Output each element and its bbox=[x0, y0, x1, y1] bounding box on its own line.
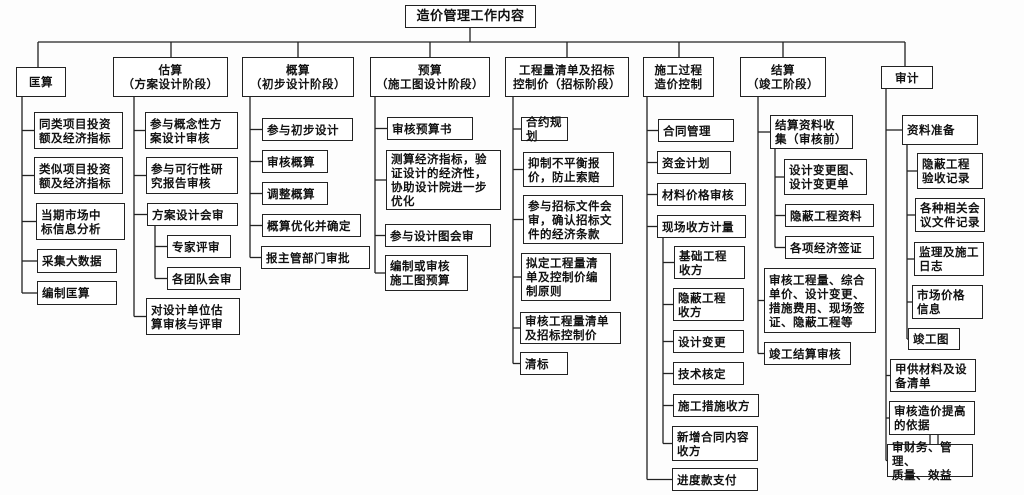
item-box: 拟定工程量清 单及控制价编 制原则 bbox=[521, 253, 611, 301]
sub-item-box: 各项经济签证 bbox=[785, 236, 874, 259]
item-box: 结算资料收 集（审核前） bbox=[770, 115, 853, 149]
item-box: 编制或审核 施工图预算 bbox=[385, 255, 468, 291]
column-header-0: 匡算 bbox=[16, 67, 66, 97]
sub-item-box: 隐蔽工程资料 bbox=[785, 204, 874, 227]
item-box: 参与设计图会审 bbox=[385, 224, 491, 247]
item-box: 参与初步设计 bbox=[262, 118, 353, 141]
item-box: 概算优化并确定 bbox=[262, 214, 361, 237]
item-box: 编制匡算 bbox=[37, 281, 117, 305]
item-box: 资料准备 bbox=[902, 115, 978, 145]
item-box: 调整概算 bbox=[262, 182, 328, 205]
sub-item-box: 技术核定 bbox=[673, 362, 744, 385]
sub-item-box: 隐蔽工程 收方 bbox=[673, 288, 744, 321]
sub-item-box: 市场价格 信息 bbox=[912, 285, 983, 319]
item-box: 参与可行性研 究报告审核 bbox=[146, 157, 238, 194]
column-header-2: 概算 （初步设计阶段） bbox=[242, 57, 354, 97]
item-box: 测算经济指标，验 证设计的经济性， 协助设计院进一步 优化 bbox=[386, 150, 501, 210]
column-header-7: 审计 bbox=[881, 66, 933, 89]
item-box: 材料价格审核 bbox=[657, 183, 746, 206]
column-header-3: 预算 （施工图设计阶段） bbox=[370, 57, 490, 97]
sub-item-box: 各团队会审 bbox=[167, 267, 241, 290]
item-box: 现场收方计量 bbox=[657, 215, 746, 238]
sub-item-box: 设计变更图、 设计变更单 bbox=[784, 159, 867, 195]
item-box: 审核概算 bbox=[262, 150, 328, 173]
sub-item-box: 竣工图 bbox=[908, 328, 960, 350]
item-box: 方案设计会审 bbox=[147, 203, 238, 226]
item-box: 审核造价提高 的依据 bbox=[889, 401, 975, 435]
item-box: 合同管理 bbox=[658, 119, 734, 142]
sub-item-box: 监理及施工 日志 bbox=[914, 242, 984, 276]
column-header-6: 结算 （竣工阶段） bbox=[740, 57, 826, 97]
item-box: 进度款支付 bbox=[672, 468, 758, 491]
sub-item-box: 专家评审 bbox=[167, 235, 231, 258]
item-box: 参与概念性方 案设计审核 bbox=[145, 112, 238, 149]
item-box: 审财务、管理、 质量、效益 bbox=[887, 440, 973, 482]
sub-item-box: 施工措施收方 bbox=[673, 394, 759, 417]
item-box: 类似项目投资 额及经济指标 bbox=[34, 157, 123, 194]
item-box: 当期市场中 标信息分析 bbox=[36, 203, 125, 240]
column-header-1: 估算 （方案设计阶段） bbox=[113, 57, 228, 97]
column-header-5: 施工过程 造价控制 bbox=[643, 57, 714, 97]
item-box: 同类项目投资 额及经济指标 bbox=[34, 112, 123, 149]
root-title-box: 造价管理工作内容 bbox=[405, 5, 536, 28]
item-box: 审核工程量清单 及招标控制价 bbox=[520, 312, 621, 344]
sub-item-box: 各种相关会 议文件记录 bbox=[915, 198, 985, 232]
item-box: 合约规划 bbox=[521, 115, 568, 143]
sub-item-box: 基础工程 收方 bbox=[674, 246, 745, 279]
item-box: 采集大数据 bbox=[37, 249, 117, 273]
item-box: 清标 bbox=[520, 352, 568, 375]
item-box: 对设计单位估 算审核与评审 bbox=[146, 298, 240, 335]
item-box: 竣工结算审核 bbox=[764, 342, 851, 365]
item-box: 审核工程量、综合 单价、设计变更、 措施费用、现场签 证、隐蔽工程等 bbox=[764, 268, 876, 333]
item-box: 资金计划 bbox=[657, 151, 731, 174]
column-header-4: 工程量清单及招标 控制价（招标阶段） bbox=[505, 57, 629, 97]
sub-item-box: 新增合同内容 收方 bbox=[672, 426, 758, 461]
sub-item-box: 设计变更 bbox=[673, 330, 744, 353]
sub-item-box: 隐蔽工程 验收记录 bbox=[917, 153, 983, 189]
item-box: 审核预算书 bbox=[387, 117, 473, 140]
item-box: 报主管部门审批 bbox=[261, 246, 370, 269]
item-box: 参与招标文件会 审，确认招标文 件的经济条款 bbox=[523, 195, 623, 244]
item-box: 甲供材料及设 备清单 bbox=[890, 359, 976, 392]
item-box: 抑制不平衡报 价，防止索赔 bbox=[523, 152, 614, 187]
